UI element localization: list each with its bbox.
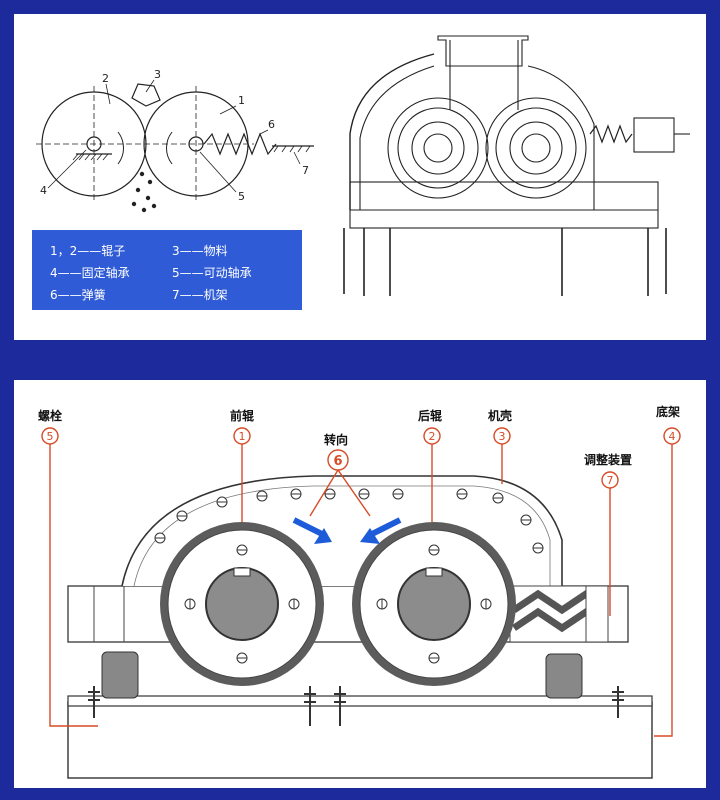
- legend-row: 1，2——辊子: [50, 242, 125, 259]
- legend-row: 3——物料: [172, 242, 228, 259]
- rotation-arrow-right: [360, 528, 380, 544]
- callout-circles: [41, 427, 681, 489]
- schematic-num-6: 6: [268, 118, 275, 131]
- legend-row: 6——弹簧: [50, 286, 106, 303]
- label-direction-num: 6: [333, 454, 342, 469]
- label-adjuster-num: 7: [607, 474, 614, 487]
- legend-item: 1，2——辊子: [50, 244, 126, 258]
- engineering-drawing: [343, 35, 690, 296]
- schematic-num-4: 4: [40, 184, 47, 197]
- spring-shape: [203, 132, 277, 156]
- label-rear-roller-num: 2: [429, 430, 436, 443]
- callout-leaders: [49, 444, 673, 737]
- schematic-num-1: 1: [238, 94, 245, 107]
- crushed-material-dots: [131, 171, 157, 213]
- feed-hopper-shape: [437, 35, 529, 67]
- schematic-drawing: 2 3 1 4 5 6 7: [36, 35, 690, 296]
- crusher-diagram: 螺栓 5 前辊 1 转向 6 后辊 2 机壳 3 调整装置 7 底架 4: [38, 404, 681, 779]
- base-frame-shape: [67, 701, 653, 779]
- legend-item: 7——机架: [172, 288, 228, 302]
- legend-row: 4——固定轴承: [50, 264, 130, 281]
- label-housing-num: 3: [499, 430, 506, 443]
- label-front-roller: 前辊: [230, 408, 254, 423]
- left-support-block: [101, 651, 139, 699]
- schematic-num-7: 7: [302, 164, 309, 177]
- label-base-frame: 底架: [656, 404, 680, 419]
- rotation-arrow-left: [314, 528, 332, 544]
- label-adjuster: 调整装置: [584, 452, 632, 467]
- schematic-num-5: 5: [238, 190, 245, 203]
- legend-item: 4——固定轴承: [50, 266, 130, 280]
- right-support-block: [545, 653, 583, 699]
- schematic-panel: 2 3 1 4 5 6 7: [14, 14, 706, 340]
- legend-row: 7——机架: [172, 286, 228, 303]
- legend-item: 3——物料: [172, 244, 228, 258]
- label-bolt: 螺栓: [38, 408, 62, 423]
- housing-screws: [154, 488, 544, 554]
- label-housing: 机壳: [488, 408, 512, 423]
- drawing-roller-right: [485, 97, 587, 199]
- drawing-roller-left: [387, 97, 489, 199]
- schematic-num-2: 2: [102, 72, 109, 85]
- legend-item: 6——弹簧: [50, 288, 106, 302]
- legend-item: 5——可动轴承: [172, 266, 252, 280]
- label-base-frame-num: 4: [669, 430, 676, 443]
- schematic-legend: 1，2——辊子 3——物料 4——固定轴承 5——可动轴承 6——弹簧 7——机…: [32, 230, 302, 310]
- label-bolt-num: 5: [47, 430, 54, 443]
- rear-roller-hub: [397, 567, 471, 641]
- front-roller-hub: [205, 567, 279, 641]
- label-rear-roller: 后辊: [418, 408, 442, 423]
- label-front-roller-num: 1: [239, 430, 246, 443]
- housing-shape: [349, 53, 435, 210]
- roller-screws: [184, 544, 492, 664]
- material-shape: [131, 83, 161, 107]
- roller-schematic: [36, 79, 314, 202]
- label-direction: 转向: [324, 432, 348, 447]
- anchor-bolts: [88, 686, 624, 726]
- legend-row: 5——可动轴承: [172, 264, 252, 281]
- labeled-diagram-panel: 螺栓 5 前辊 1 转向 6 后辊 2 机壳 3 调整装置 7 底架 4: [14, 380, 706, 788]
- schematic-num-3: 3: [154, 68, 161, 81]
